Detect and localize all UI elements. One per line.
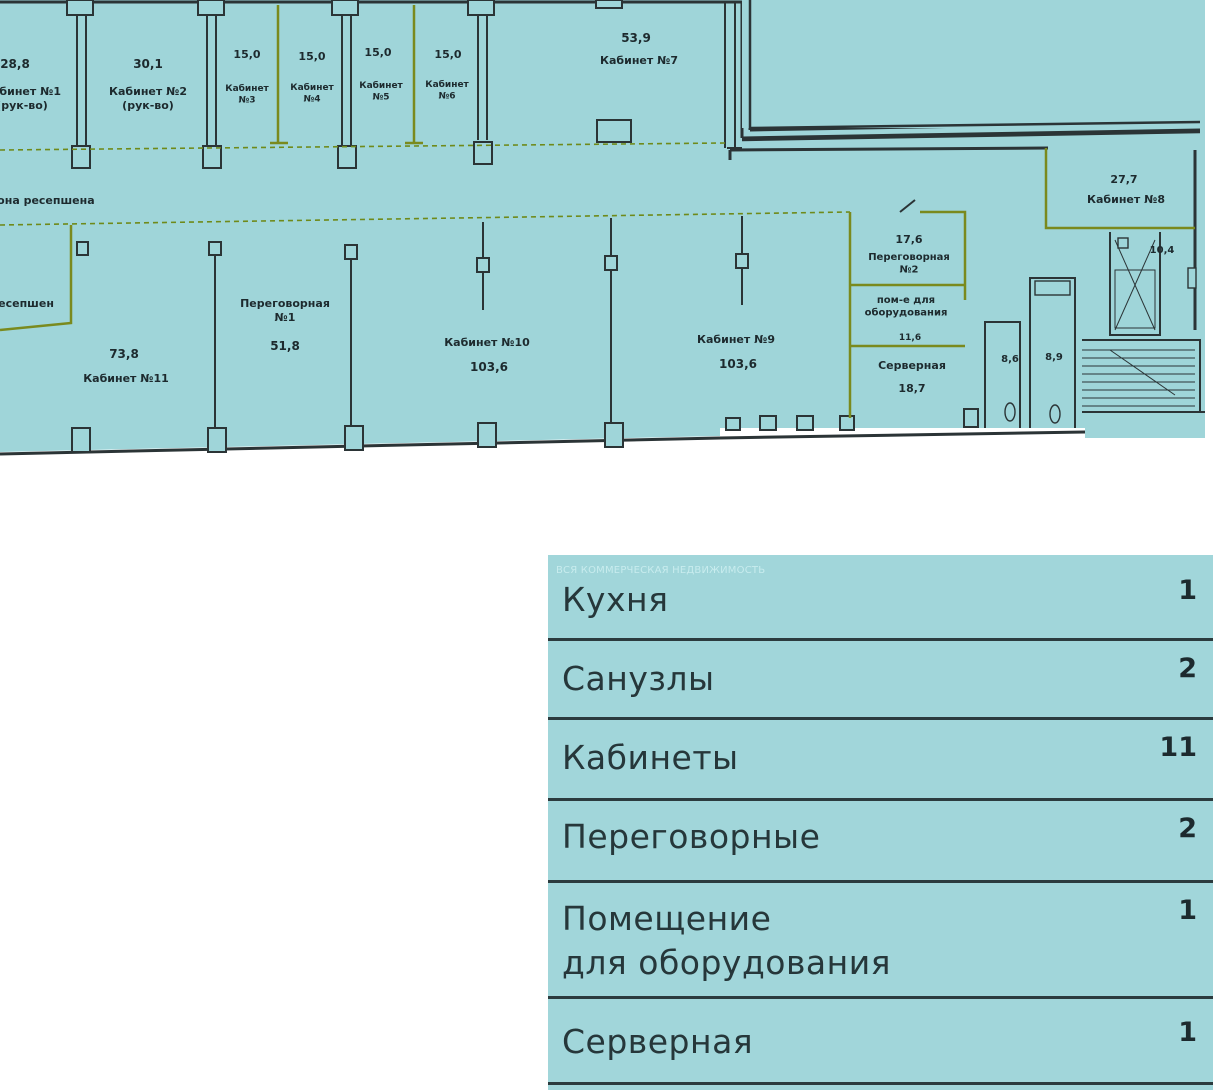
- row-label: Кухня: [562, 580, 669, 619]
- room-area: 15,0: [364, 46, 391, 59]
- room-r9: Кабинет №9 103,6: [697, 333, 775, 371]
- row-count: 1: [1178, 895, 1197, 926]
- row-count: 2: [1178, 813, 1197, 844]
- table-row-bathrooms: Санузлы 2: [548, 641, 1213, 720]
- watermark-text: ВСЯ КОММЕРЧЕСКАЯ НЕДВИЖИМОСТЬ: [556, 565, 766, 576]
- top-right-wall: [749, 120, 1201, 130]
- room-name: Серверная: [878, 359, 946, 372]
- room-srv: Серверная 18,7: [878, 359, 946, 395]
- row-label: Серверная: [562, 1022, 754, 1061]
- room-wc2: 8,6: [1001, 354, 1019, 365]
- kitchen-sink: [596, 119, 632, 143]
- room-area: 18,7: [898, 382, 925, 395]
- room-name: Ресепшен: [0, 297, 54, 310]
- room-area: 10,4: [1150, 245, 1175, 256]
- room-area: 17,6: [895, 233, 922, 246]
- room-count-table: ВСЯ КОММЕРЧЕСКАЯ НЕДВИЖИМОСТЬ Кухня 1 Са…: [548, 555, 1213, 1090]
- room-name: Кабинет №10: [444, 336, 530, 349]
- room-area: 30,1: [133, 57, 163, 71]
- room-area: 15,0: [298, 50, 325, 63]
- columns: [66, 0, 979, 453]
- table-row-meeting-rooms: Переговорные 2: [548, 801, 1213, 883]
- room-name: Зона ресепшена: [0, 194, 95, 207]
- row-label: Санузлы: [562, 659, 715, 698]
- room-name: Кабинет №9: [697, 333, 775, 346]
- room-r10: Кабинет №10 103,6: [444, 336, 530, 374]
- table-row-offices: Кабинеты 11: [548, 720, 1213, 801]
- row-count: 2: [1178, 653, 1197, 684]
- stair-lines: [1082, 239, 1195, 407]
- room-area: 103,6: [719, 357, 757, 371]
- row-label: Помещение для оборудования: [562, 899, 892, 982]
- open-pillars: [76, 216, 749, 428]
- room-name: Кабинет №8: [1087, 193, 1165, 206]
- room-name: Кабинет №11: [83, 372, 169, 385]
- room-zone: Зона ресепшена: [0, 194, 95, 207]
- room-area: 103,6: [470, 360, 508, 374]
- room-area: 53,9: [621, 31, 651, 45]
- row-count: 11: [1159, 732, 1197, 763]
- room-rec: Ресепшен: [0, 297, 54, 310]
- row-label: Переговорные: [562, 817, 821, 856]
- table-row-kitchen: Кухня 1: [548, 555, 1213, 641]
- room-area: 73,8: [109, 347, 139, 361]
- top-right-wall-2: [741, 130, 1201, 142]
- room-area: 8,9: [1045, 352, 1063, 363]
- room-name: Кабинет №2(рук-во): [109, 85, 187, 112]
- top-right-window: [742, 0, 1205, 128]
- table-row-equipment-room: Помещение для оборудования 1: [548, 883, 1213, 999]
- service-rooms: [848, 148, 1195, 418]
- room-area: 28,8: [0, 57, 30, 71]
- thin-partitions: [270, 5, 423, 145]
- room-area: 27,7: [1110, 173, 1137, 186]
- reception-desk: [0, 225, 73, 332]
- row-count: 1: [1178, 575, 1197, 606]
- room-area: 15,0: [233, 48, 260, 61]
- toilet-fixtures: [1004, 237, 1197, 424]
- room-name: Кабинет №1(рук-во): [0, 85, 61, 112]
- zone-dashed-lines: [0, 142, 851, 226]
- row-label: Кабинеты: [562, 738, 739, 777]
- row-count: 1: [1178, 1017, 1197, 1048]
- room-name: Кабинет №7: [600, 54, 678, 67]
- room-area: 8,6: [1001, 354, 1019, 365]
- room-area: 51,8: [270, 339, 300, 353]
- room-area: 15,0: [434, 48, 461, 61]
- room-wc1: 10,4: [1150, 245, 1175, 256]
- table-row-server-room: Серверная 1: [548, 999, 1213, 1085]
- room-wc3: 8,9: [1045, 352, 1063, 363]
- room-area: 11,6: [899, 333, 921, 343]
- top-partitions: [76, 2, 742, 149]
- core-walls: [899, 199, 1205, 428]
